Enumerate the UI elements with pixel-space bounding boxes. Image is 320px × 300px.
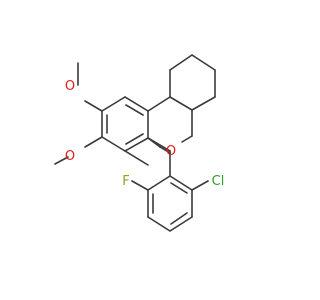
bond: [124, 96, 149, 112]
bond: [147, 216, 171, 232]
bond: [169, 216, 193, 232]
bond: [169, 54, 193, 71]
bond: [124, 137, 149, 152]
oxygen-label-ring: O: [166, 144, 176, 159]
chlorine-label: Cl: [212, 174, 225, 189]
bond: [169, 175, 193, 191]
oxygen-label-lower: O: [65, 149, 75, 164]
c6-bonds: [147, 137, 171, 177]
bond: [191, 54, 216, 71]
bond: [191, 96, 216, 111]
bond: [101, 96, 126, 112]
bond: [101, 136, 126, 152]
bond: [170, 212, 188, 225]
bond: [191, 180, 209, 191]
bond: [170, 182, 188, 194]
cyclohexane-ring: [169, 54, 216, 111]
molecule-diagram: O O O F Cl: [0, 0, 300, 300]
bond: [131, 180, 149, 191]
structure-svg: O O O F Cl: [0, 0, 300, 300]
bond: [84, 136, 103, 148]
bond: [147, 96, 171, 112]
background: [0, 0, 300, 300]
bond: [125, 133, 144, 145]
benzene-ring-lower: [131, 175, 209, 232]
fluorine-label: F: [122, 174, 129, 189]
oxygen-label-upper: O: [65, 79, 75, 94]
methoxy-groups: [54, 62, 103, 165]
benzene-ring-upper: [101, 96, 149, 152]
bond: [125, 104, 144, 116]
bond: [54, 156, 69, 165]
bond: [147, 175, 171, 191]
bond: [181, 135, 193, 143]
bond: [159, 146, 171, 154]
bond: [147, 137, 171, 152]
pyran-ring: [124, 96, 193, 166]
bond: [124, 150, 149, 166]
bond: [169, 96, 193, 111]
bond: [84, 100, 103, 112]
